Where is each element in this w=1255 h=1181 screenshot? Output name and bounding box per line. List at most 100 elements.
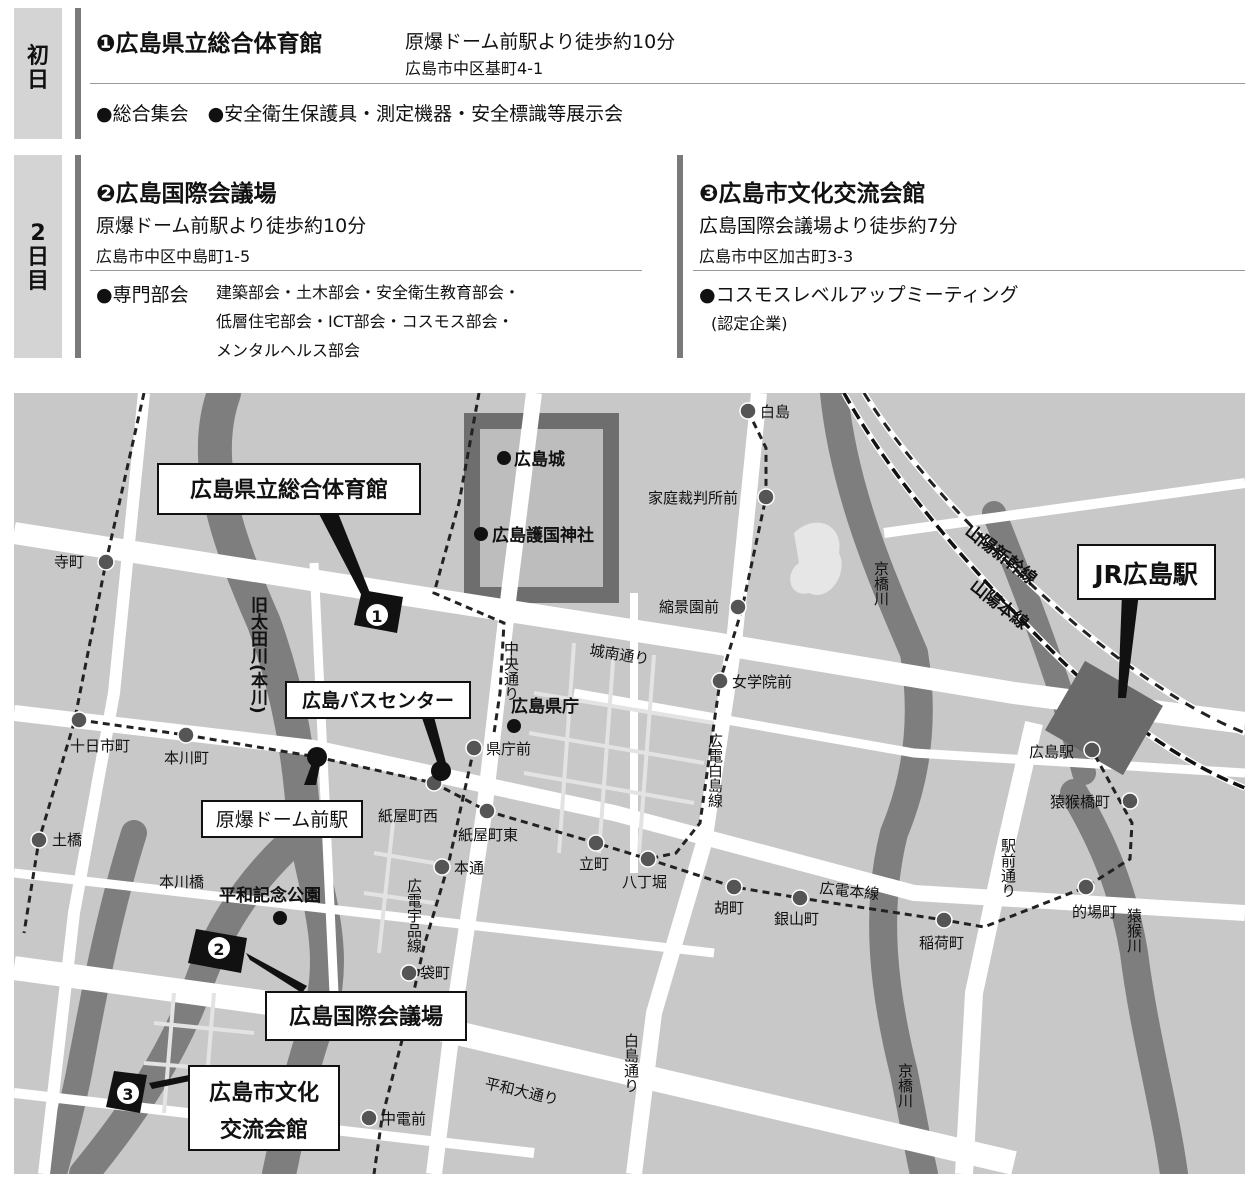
station-shukkeien: 縮景園前 xyxy=(659,598,719,616)
day2-label-text: 日目 xyxy=(26,245,49,294)
area-map: 白島 家庭裁判所前 縮景園前 女学院前 寺町 十日市町 本川町 土橋 紙屋町西 … xyxy=(14,393,1245,1174)
landmark-gokoku: 広島護国神社 xyxy=(492,525,594,546)
day2-bar-a xyxy=(75,155,81,358)
callout-jr-box xyxy=(1077,544,1216,600)
road-aioi xyxy=(14,705,1245,921)
callout-gym-box xyxy=(157,463,421,515)
landmark-kencho: 広島県庁 xyxy=(511,696,579,717)
callout-gym: 広島県立総合体育館 xyxy=(190,477,388,503)
tram-hakushima xyxy=(647,410,768,861)
callout-icc: 広島国際会議場 xyxy=(289,1004,443,1030)
station-teramachi: 寺町 xyxy=(54,553,84,571)
rail-tracks xyxy=(841,393,1245,791)
river-enko xyxy=(1060,779,1188,1174)
road-minor1 xyxy=(14,868,715,958)
station-jogakuin: 女学院前 xyxy=(732,673,792,691)
station-fukuromachi: 袋町 xyxy=(420,964,450,982)
callout-dome: 原爆ドーム前駅 xyxy=(216,809,348,831)
shukkeien-pond xyxy=(790,522,842,595)
day1-events: ●総合集会 ●安全衛生保護具・測定機器・安全標識等展示会 xyxy=(96,103,624,125)
label-kyobashi-south: 京橋川 xyxy=(896,1063,914,1108)
callout-icc-box xyxy=(265,991,467,1041)
landmark-dots xyxy=(273,451,521,925)
day2-bar-b xyxy=(677,155,683,358)
river-tenma xyxy=(41,820,147,1174)
vertical-labels: 旧太田川(本川) 中央通り 広電白島線 広電宇品線 白島通り 駅前通り 京橋川 … xyxy=(247,561,1143,1108)
station-labels: 白島 家庭裁判所前 縮景園前 女学院前 寺町 十日市町 本川町 土橋 紙屋町西 … xyxy=(52,403,1117,1128)
station-enkobashi: 猿猴橋町 xyxy=(1050,793,1110,811)
station-hakushima: 白島 xyxy=(760,403,790,421)
callout-bunka-2: 交流会館 xyxy=(220,1117,308,1143)
callout-texts: 広島県立総合体育館 広島バスセンター 原爆ドーム前駅 広島国際会議場 広島市文化… xyxy=(190,477,1198,1143)
station-hiroshima: 広島駅 xyxy=(1029,743,1074,761)
day1-divider xyxy=(90,83,1245,84)
label-kyobashi-north: 京橋川 xyxy=(872,561,890,606)
day2-label: 2 日目 xyxy=(23,222,53,294)
station-matoba: 的場町 xyxy=(1072,903,1117,921)
station-tatemachi: 立町 xyxy=(579,855,609,873)
road-hakushima xyxy=(626,393,767,1174)
venue-marker-3: 3 xyxy=(106,1071,147,1113)
station-ebisu: 胡町 xyxy=(714,899,744,917)
road-minor2 xyxy=(573,688,1245,778)
callout-bus: 広島バスセンター xyxy=(302,689,454,712)
landmark-peace-park: 平和記念公園 xyxy=(219,885,321,906)
day1-label: 初日 xyxy=(23,45,53,93)
river-kyobashi xyxy=(820,393,938,1174)
callout-bus-box xyxy=(285,681,471,719)
station-hatchobori: 八丁堀 xyxy=(622,873,667,891)
venue-bunka-title: ❸広島市文化交流会館 xyxy=(699,181,926,207)
day2-label-num: 2 xyxy=(30,221,46,246)
station-inari: 稲荷町 xyxy=(919,934,964,952)
station-kanayama: 銀山町 xyxy=(774,910,819,928)
label-enko: 猿猴川 xyxy=(1125,908,1143,953)
venue-icc-event-head: ●専門部会 xyxy=(96,284,189,306)
day1-label-text: 初日 xyxy=(26,44,49,93)
day1-label-box xyxy=(14,8,62,139)
station-tokaichi: 十日市町 xyxy=(70,737,130,755)
venue-marker-2: 2 xyxy=(188,929,247,973)
station-honkawa: 本川町 xyxy=(164,749,209,767)
label-hakushima-line: 広電白島線 xyxy=(706,733,724,808)
venue-icc-address: 広島市中区中島町1-5 xyxy=(96,247,251,266)
landmark-labels: 広島城 広島護国神社 広島県庁 平和記念公園 xyxy=(219,449,594,906)
road-east1 xyxy=(883,478,1245,538)
callout-bunka-box xyxy=(188,1065,340,1151)
tram-chuo-dash xyxy=(432,393,506,734)
station-kamiyacho-nishi: 紙屋町西 xyxy=(378,807,438,825)
venue-icc-access: 原爆ドーム前駅より徒歩約10分 xyxy=(96,215,367,237)
station-kamiyacho-higashi: 紙屋町東 xyxy=(458,826,518,844)
venue-bunka-access: 広島国際会議場より徒歩約7分 xyxy=(699,215,958,237)
station-kasai: 家庭裁判所前 xyxy=(648,489,738,507)
tram-main xyxy=(78,718,1134,929)
label-ekimae: 駅前通り xyxy=(999,838,1017,898)
venue-bunka-event-note: (認定企業) xyxy=(711,314,788,333)
rail-sanyo-dash xyxy=(842,393,1245,790)
callout-leaders xyxy=(149,508,1139,1089)
venue-bunka-divider xyxy=(693,270,1245,271)
venue-bunka-address: 広島市中区加古町3-3 xyxy=(699,247,854,266)
day1-venue-title: ❶広島県立総合体育館 xyxy=(96,31,323,57)
label-honkawabashi: 本川橋 xyxy=(159,873,204,891)
label-chuo: 中央通り xyxy=(502,641,520,701)
label-hakushima: 白島通り xyxy=(622,1033,640,1093)
venue-icc-divider xyxy=(90,270,642,271)
svg-text:3: 3 xyxy=(122,1085,133,1104)
tram-ujina xyxy=(372,747,476,1174)
station-hondori: 本通 xyxy=(454,859,484,877)
label-kyuota: 旧太田川(本川) xyxy=(247,596,269,714)
station-kenchomae: 県庁前 xyxy=(486,740,531,758)
day2-label-box xyxy=(14,155,62,358)
venue-icc-title: ❷広島国際会議場 xyxy=(96,181,277,207)
road-minor4 xyxy=(309,562,339,994)
road-north xyxy=(38,393,150,1174)
venue-bunka-event: ●コスモスレベルアップミーティング xyxy=(699,284,1019,306)
station-dobashi: 土橋 xyxy=(52,831,82,849)
svg-text:1: 1 xyxy=(371,607,382,626)
callout-dome-box xyxy=(201,800,363,838)
rail-shinkansen-dash xyxy=(862,393,1245,735)
venue-icc-event-line2: 低層住宅部会・ICT部会・コスモス部会・ xyxy=(216,312,514,331)
label-ujina-line: 広電宇品線 xyxy=(405,878,423,953)
venue-marker-1: 1 xyxy=(354,590,403,633)
station-dots xyxy=(30,402,1139,1127)
